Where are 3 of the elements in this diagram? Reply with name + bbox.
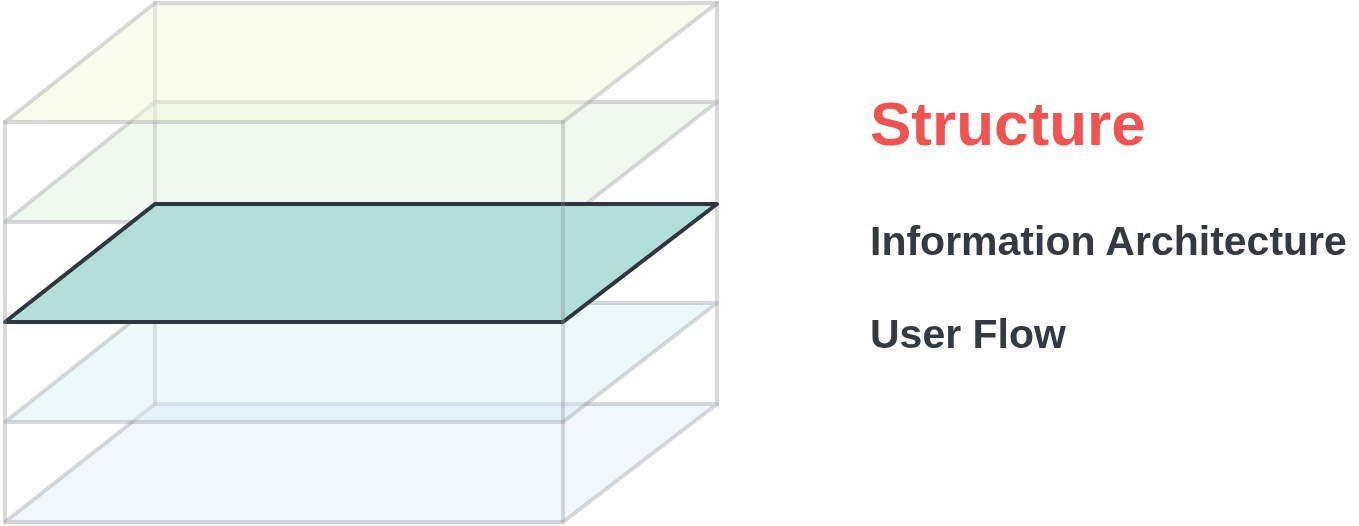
subtopic-label: Information Architecture [870,221,1347,262]
heading: Structure [870,93,1146,155]
subtopic-label: User Flow [870,314,1066,355]
